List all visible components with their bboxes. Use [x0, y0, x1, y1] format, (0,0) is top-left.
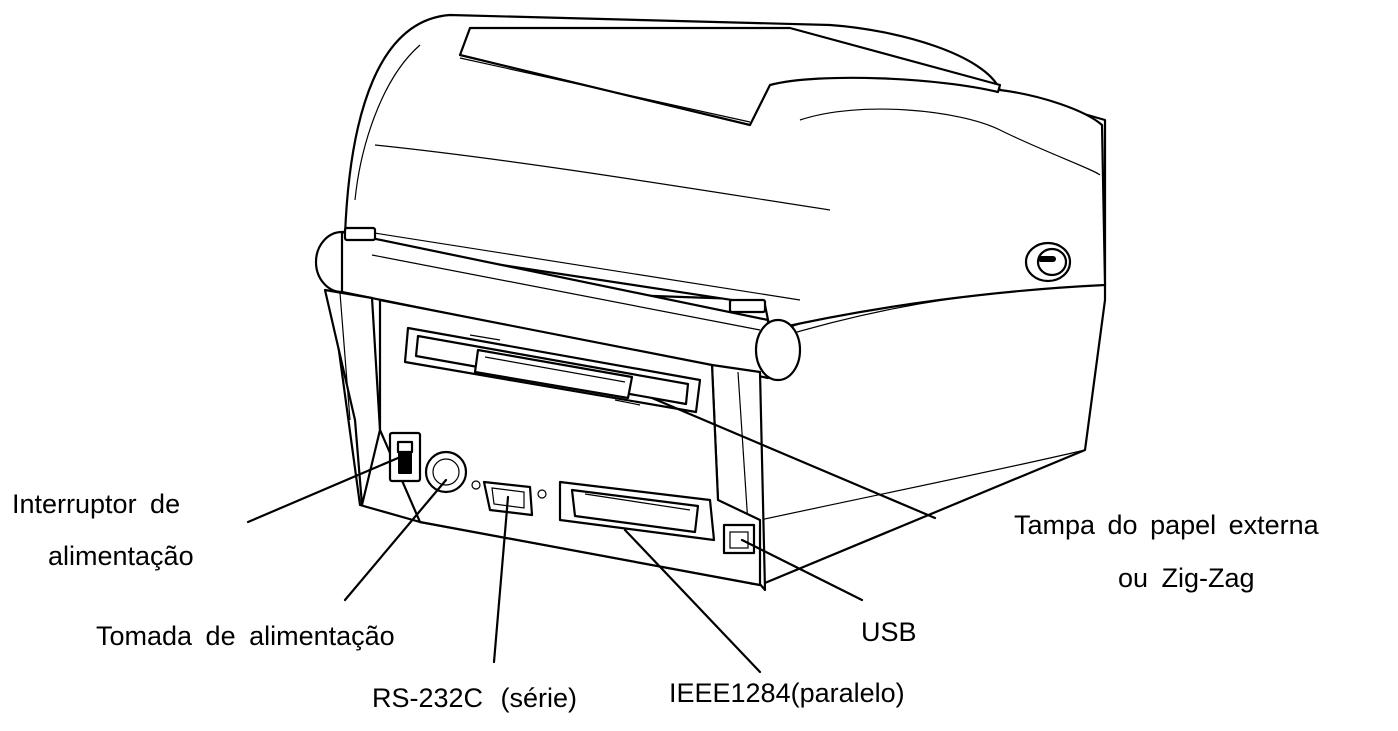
- printer-illustration: [314, 13, 1107, 592]
- label-usb-port: USB: [861, 617, 917, 647]
- hinge-right: [754, 318, 802, 382]
- top-cover: [343, 13, 1107, 332]
- leader-serial-port: [492, 495, 510, 664]
- label-parallel-port: IEEE1284(paralelo): [669, 678, 905, 708]
- label-power-switch-line2: alimentação: [48, 541, 194, 571]
- power-socket-outline: [424, 450, 468, 494]
- leader-usb-port: [740, 538, 864, 602]
- leader-power-socket: [343, 478, 448, 602]
- leader-lines: [246, 396, 937, 674]
- leader-parallel-port: [623, 528, 762, 674]
- label-external-cover-line1: Tampa do papel externa: [1014, 510, 1319, 540]
- leader-power-switch: [246, 456, 400, 524]
- usb-port-outline: [722, 523, 756, 555]
- left-column: [323, 288, 382, 507]
- top-window: [458, 26, 1002, 127]
- label-external-cover-line2: ou Zig-Zag: [1118, 563, 1255, 593]
- label-power-socket: Tomada de alimentação: [96, 621, 395, 651]
- label-serial-port: RS-232C (série): [372, 683, 578, 713]
- label-power-switch-line1: Interruptor de: [12, 489, 181, 519]
- leader-external-cover: [650, 396, 937, 520]
